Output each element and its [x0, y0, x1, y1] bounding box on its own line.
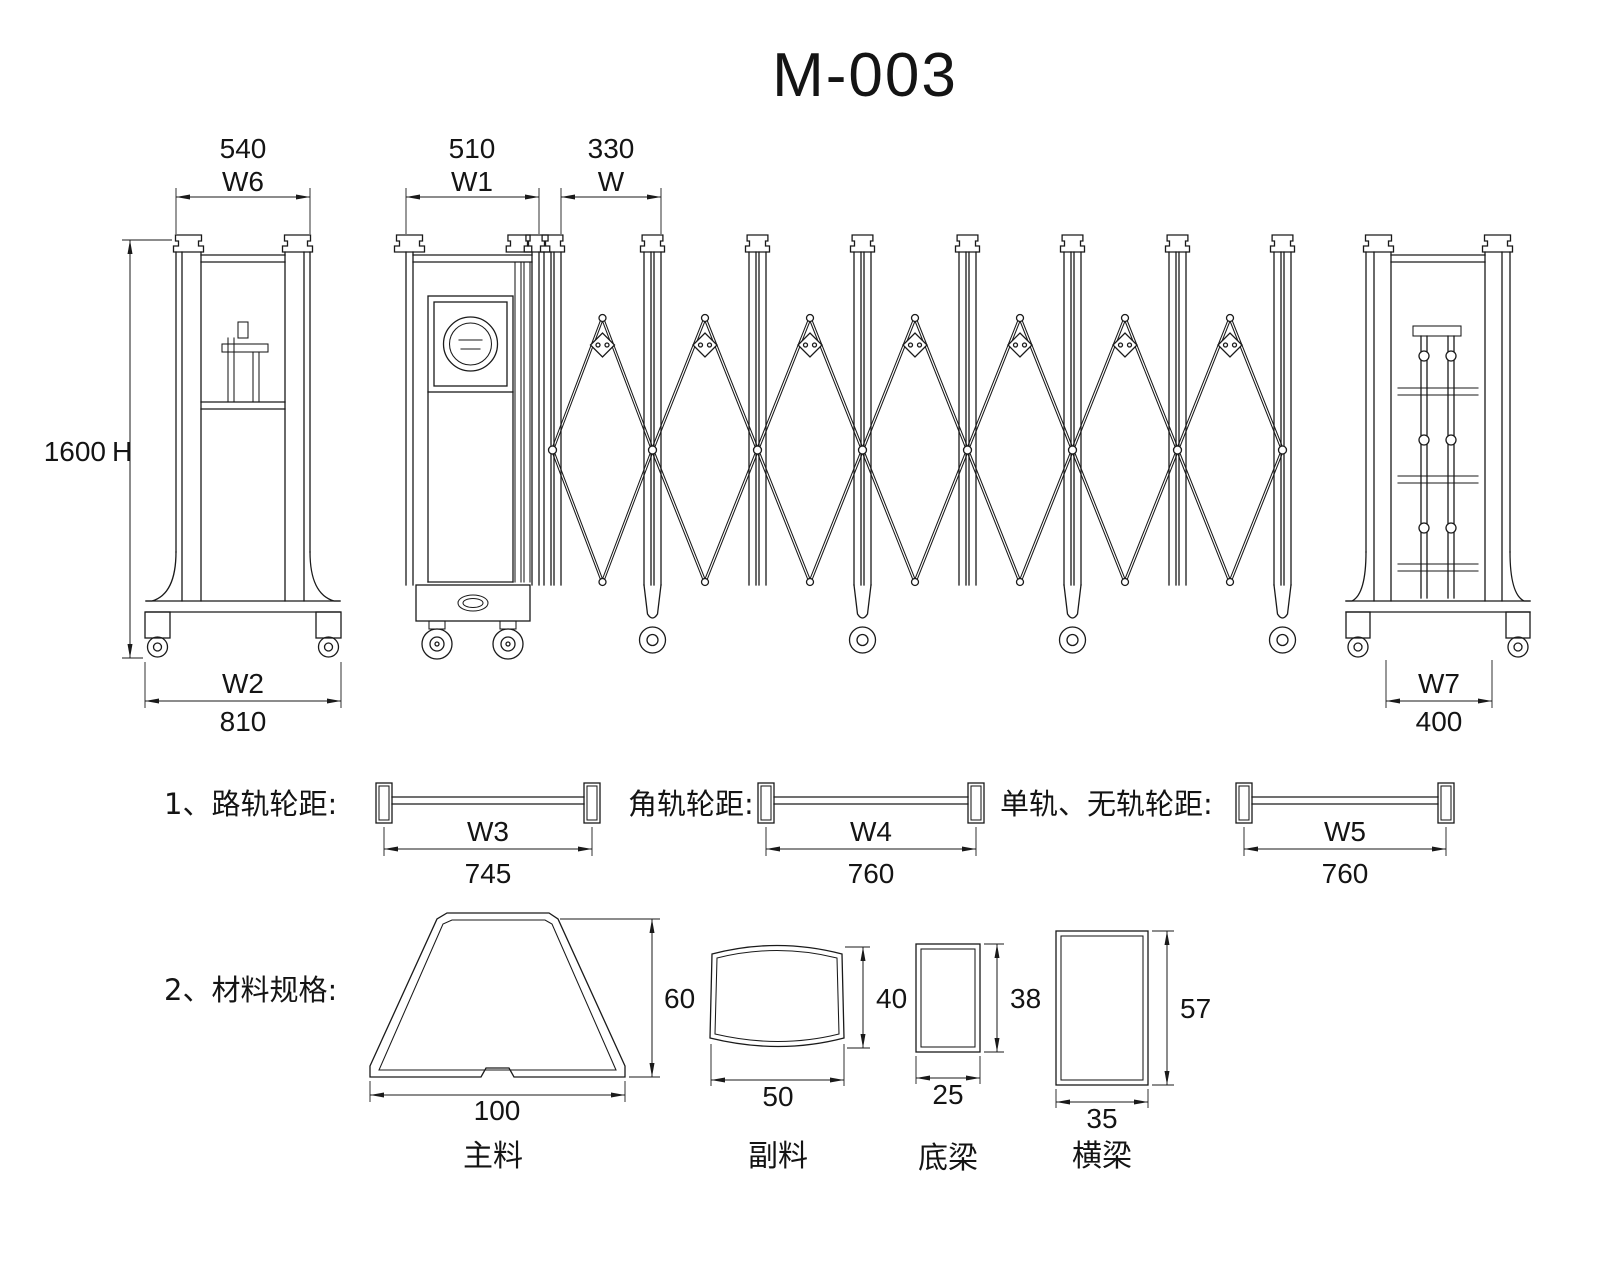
dim-value-40: 40: [876, 983, 907, 1014]
dim-value-510: 510: [449, 133, 496, 164]
dim-left-view-base: W2 810: [144, 662, 342, 737]
dim-value-400: 400: [1416, 706, 1463, 737]
materials-section-label: 2、材料规格:: [164, 973, 337, 1007]
profile-bottom-beam: 38 25 底梁: [915, 943, 1041, 1176]
dim-value-760b: 760: [1322, 858, 1369, 889]
track-gauge-rail-label: 1、路轨轮距:: [164, 787, 337, 821]
profile-sub-material: 40 50 副料: [709, 944, 907, 1174]
track-gauge-trackless-label: 单轨、无轨轮距:: [1000, 787, 1213, 821]
accordion-lattice: [543, 251, 1297, 654]
left-side-view: [144, 251, 342, 658]
dim-label-w4: W4: [850, 816, 892, 847]
wheel-box-right: [1505, 611, 1531, 639]
main-post-wheel-left: [421, 628, 453, 660]
dim-label-w1: W1: [451, 166, 493, 197]
logo-badge-icon: [442, 316, 499, 372]
profile-cross-beam: 57 35 横梁: [1055, 930, 1211, 1174]
track-gauge-corner-label: 角轨轮距:: [628, 787, 754, 821]
wheel-box-left: [1345, 611, 1371, 639]
dim-value-100: 100: [474, 1095, 521, 1126]
dim-value-35: 35: [1086, 1103, 1117, 1134]
dim-value-57: 57: [1180, 993, 1211, 1024]
dim-label-w6: W6: [222, 166, 264, 197]
drive-base-box: [415, 584, 531, 622]
dim-label-w5: W5: [1324, 816, 1366, 847]
profile-main-material: 60 100 主料: [369, 912, 695, 1174]
dim-label-w3: W3: [467, 816, 509, 847]
dim-value-760a: 760: [848, 858, 895, 889]
post-caps: [172, 234, 1514, 253]
dim-right-view-base: W7 400: [1385, 660, 1493, 737]
dim-label-h: H: [112, 436, 132, 467]
front-view-main-post: [405, 251, 540, 660]
drawing-title: M-003: [772, 41, 958, 110]
logo-panel: [427, 295, 514, 393]
dim-fold-pitch: 330 W: [560, 133, 662, 234]
profile-cross-beam-label: 横梁: [1072, 1139, 1132, 1174]
dim-main-post-width: 510 W1: [405, 133, 540, 234]
dim-label-w7: W7: [1418, 668, 1460, 699]
wheel-box-right: [315, 611, 342, 639]
track-gauge-corner: 角轨轮距: W4 760: [628, 782, 985, 889]
wheel-box-left: [144, 611, 171, 639]
dim-value-50: 50: [762, 1081, 793, 1112]
profile-main-label: 主料: [463, 1139, 523, 1174]
dim-label-w: W: [598, 166, 625, 197]
track-gauge-trackless: 单轨、无轨轮距: W5 760: [1000, 782, 1455, 889]
dim-left-view-width: 540 W6: [175, 133, 311, 234]
profile-sub-label: 副料: [748, 1139, 808, 1174]
dim-value-540: 540: [220, 133, 267, 164]
dim-value-38: 38: [1010, 983, 1041, 1014]
model-number-text: M-003: [772, 41, 958, 110]
dim-gate-height: 1600 H: [44, 239, 172, 659]
dim-value-60: 60: [664, 983, 695, 1014]
dim-value-810: 810: [220, 706, 267, 737]
main-post-wheel-right: [492, 628, 524, 660]
right-side-view: [1345, 251, 1531, 658]
dim-value-745: 745: [465, 858, 512, 889]
dim-value-330: 330: [588, 133, 635, 164]
dim-value-25: 25: [932, 1079, 963, 1110]
profile-bottom-beam-label: 底梁: [918, 1141, 978, 1176]
track-gauge-rail: 1、路轨轮距: W3 745: [164, 782, 601, 889]
dim-value-1600: 1600: [44, 436, 106, 467]
dim-label-w2: W2: [222, 668, 264, 699]
